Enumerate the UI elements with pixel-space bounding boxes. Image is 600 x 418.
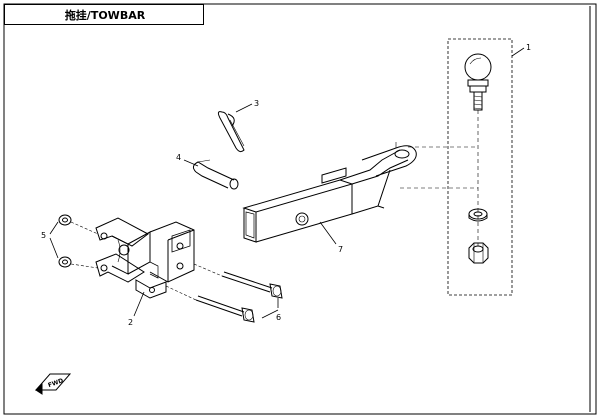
diagram-title: 拖挂/TOWBAR — [64, 9, 146, 22]
leader-2 — [133, 291, 145, 317]
leader-nut-upper — [70, 221, 99, 235]
leader-nut-lower — [70, 263, 99, 269]
leader-3 — [235, 103, 253, 113]
callout-leaders — [49, 47, 525, 319]
bracket-nut-upper — [58, 214, 72, 226]
callout-7: 7 — [338, 245, 343, 254]
hitch-bracket-part — [95, 217, 195, 299]
callout-6: 6 — [276, 313, 281, 322]
leader-4 — [183, 159, 199, 167]
leader-bolt-lower — [165, 285, 197, 301]
bracket-nut-lower — [58, 256, 72, 268]
fwd-arrow-icon — [34, 373, 72, 395]
callout-1: 1 — [526, 43, 531, 52]
leader-bolt-upper — [193, 263, 223, 277]
leader-5a — [49, 221, 59, 235]
hitch-pin-part — [192, 159, 239, 190]
bolt-upper — [221, 271, 283, 299]
callout-4: 4 — [176, 153, 181, 162]
callout-5: 5 — [41, 231, 46, 240]
leader-5b — [49, 237, 59, 259]
cotter-pin-part — [217, 111, 245, 153]
page-border — [3, 3, 597, 415]
bolt-lower — [195, 295, 255, 323]
leader-6b — [261, 309, 279, 319]
callout-3: 3 — [254, 99, 259, 108]
nut-part — [468, 242, 489, 264]
callout-labels: 1 2 3 4 5 6 7 — [41, 43, 531, 327]
leader-1 — [511, 47, 525, 57]
fwd-label: FWD — [47, 377, 64, 389]
leader-7 — [319, 221, 337, 245]
dashed-group-box — [447, 38, 513, 296]
callout-2: 2 — [128, 318, 133, 327]
towbar-tube-part — [242, 142, 417, 243]
ball-part — [464, 53, 492, 111]
